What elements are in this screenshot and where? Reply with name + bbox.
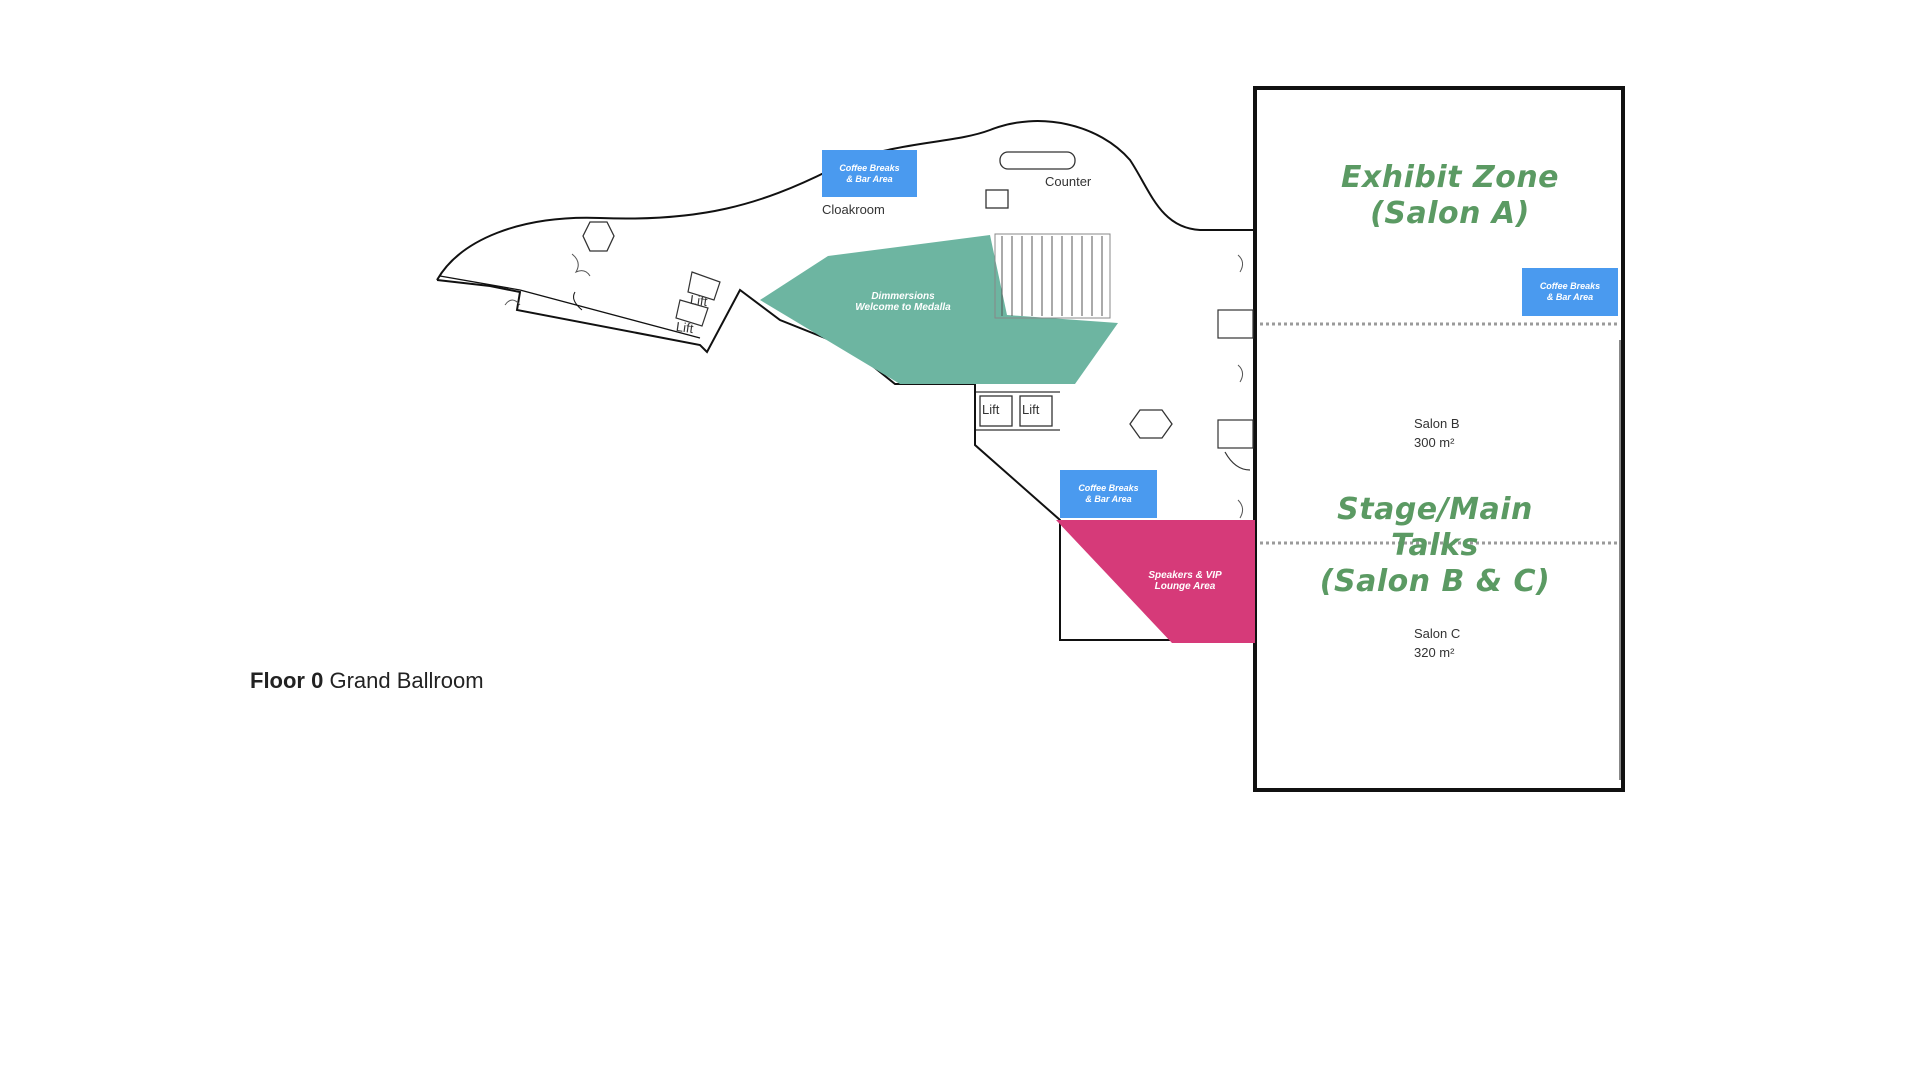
counter-icon (999, 151, 1076, 170)
floor-name: Grand Ballroom (329, 668, 484, 693)
welcome-zone-label: Dimmersions Welcome to Medalla (855, 291, 951, 313)
salon-b-name: Salon B (1414, 416, 1460, 431)
lift-label-4: Lift (1022, 402, 1040, 417)
lift-label-3: Lift (982, 402, 1000, 417)
salon-b-area: 300 m² (1414, 435, 1455, 450)
cloakroom-label: Cloakroom (822, 202, 885, 217)
building-outline-left (436, 279, 1255, 641)
floor-caption: Floor 0 Grand Ballroom (250, 668, 484, 694)
hexagon-table-icon (1129, 409, 1173, 439)
plant-icon (504, 253, 1244, 519)
salon-c-name: Salon C (1414, 626, 1461, 641)
coffee-bar-tag-2[interactable]: Coffee Breaks & Bar Area (1060, 470, 1157, 518)
lift-icon (976, 391, 1060, 431)
lift-icon (675, 271, 721, 327)
cloakroom-box-icon (985, 189, 1009, 209)
salon-c-area: 320 m² (1414, 645, 1455, 660)
coffee-bar-tag-3[interactable]: Coffee Breaks & Bar Area (1522, 268, 1618, 316)
stage-zone-label: Stage/Main Talks (Salon B & C) (1319, 492, 1551, 599)
staircase-icon (994, 233, 1111, 319)
welcome-zone-area[interactable] (760, 235, 1118, 384)
coffee-bar-tag-1[interactable]: Coffee Breaks & Bar Area (822, 150, 917, 197)
hexagon-table-icon (582, 221, 615, 252)
lift-label-1: Lift (689, 291, 709, 310)
exhibit-zone-label: Exhibit Zone (Salon A) (1340, 160, 1560, 231)
lounge-zone-label: Speakers & VIP Lounge Area (1148, 570, 1222, 592)
floor-number: Floor 0 (250, 668, 324, 693)
counter-label: Counter (1045, 174, 1092, 189)
lift-label-2: Lift (675, 318, 695, 337)
lounge-zone-area[interactable] (1056, 520, 1255, 643)
